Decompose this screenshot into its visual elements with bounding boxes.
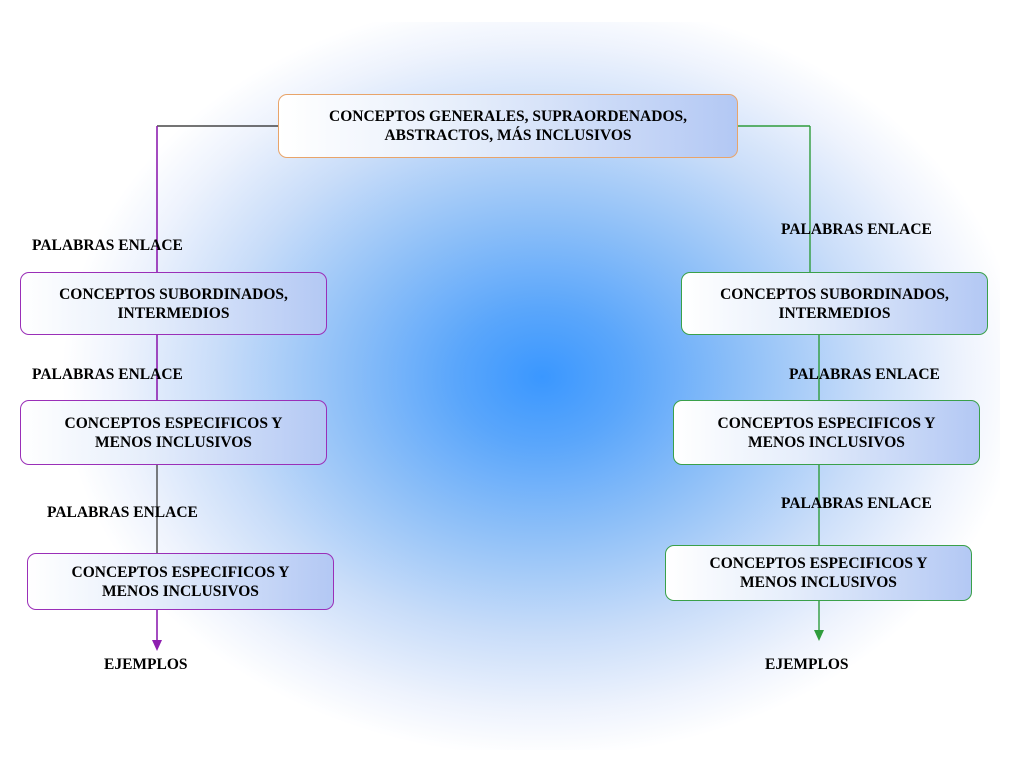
right-examples-label: EJEMPLOS bbox=[765, 656, 849, 673]
right-link-label-1: PALABRAS ENLACE bbox=[781, 221, 932, 238]
left-specific-concept-box-2: CONCEPTOS ESPECIFICOS Y MENOS INCLUSIVOS bbox=[27, 553, 334, 610]
right-link-label-3: PALABRAS ENLACE bbox=[781, 495, 932, 512]
left-specific-concept-box-1: CONCEPTOS ESPECIFICOS Y MENOS INCLUSIVOS bbox=[20, 400, 327, 465]
left-link-label-2: PALABRAS ENLACE bbox=[32, 366, 183, 383]
right-subordinate-concept-text: CONCEPTOS SUBORDINADOS, INTERMEDIOS bbox=[720, 285, 949, 322]
right-examples-arrowhead bbox=[814, 630, 824, 641]
right-specific-concept-text-2: CONCEPTOS ESPECIFICOS Y MENOS INCLUSIVOS bbox=[709, 555, 928, 591]
left-specific-concept-text-1: CONCEPTOS ESPECIFICOS Y MENOS INCLUSIVOS bbox=[64, 414, 283, 451]
right-link-label-2: PALABRAS ENLACE bbox=[789, 366, 940, 383]
left-specific-concept-text-2: CONCEPTOS ESPECIFICOS Y MENOS INCLUSIVOS bbox=[71, 563, 290, 600]
left-examples-label: EJEMPLOS bbox=[104, 656, 188, 673]
left-link-label-1: PALABRAS ENLACE bbox=[32, 237, 183, 254]
left-link-label-3: PALABRAS ENLACE bbox=[47, 504, 198, 521]
right-subordinate-concept-box: CONCEPTOS SUBORDINADOS, INTERMEDIOS bbox=[681, 272, 988, 335]
left-subordinate-concept-box: CONCEPTOS SUBORDINADOS, INTERMEDIOS bbox=[20, 272, 327, 335]
left-subordinate-concept-text: CONCEPTOS SUBORDINADOS, INTERMEDIOS bbox=[59, 285, 288, 322]
right-specific-concept-box-1: CONCEPTOS ESPECIFICOS Y MENOS INCLUSIVOS bbox=[673, 400, 980, 465]
right-specific-concept-text-1: CONCEPTOS ESPECIFICOS Y MENOS INCLUSIVOS bbox=[717, 414, 936, 451]
root-concept-box: CONCEPTOS GENERALES, SUPRAORDENADOS, ABS… bbox=[278, 94, 738, 158]
left-examples-arrowhead bbox=[152, 640, 162, 651]
root-concept-text: CONCEPTOS GENERALES, SUPRAORDENADOS, ABS… bbox=[329, 108, 687, 144]
right-specific-concept-box-2: CONCEPTOS ESPECIFICOS Y MENOS INCLUSIVOS bbox=[665, 545, 972, 601]
